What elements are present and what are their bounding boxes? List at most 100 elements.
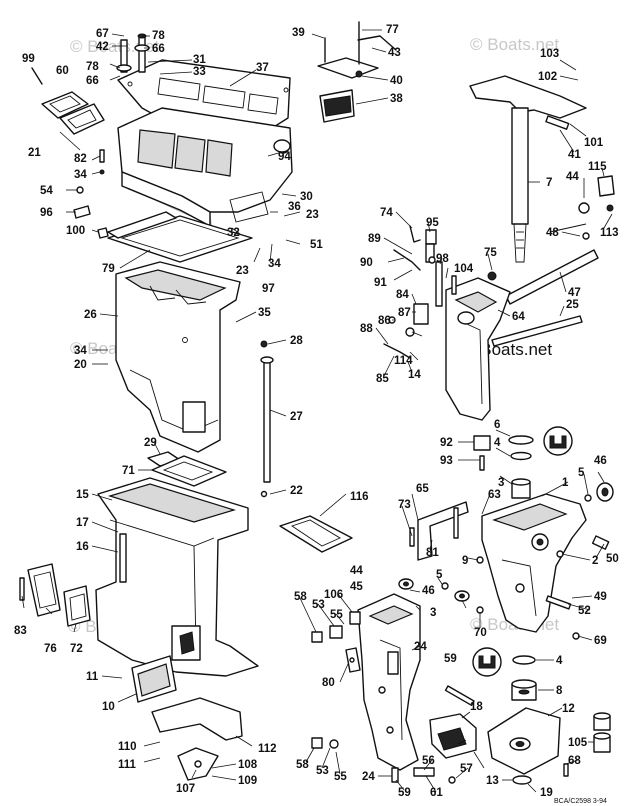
part-label-106: 106: [324, 589, 343, 601]
part-label-47: 47: [568, 287, 581, 299]
watermark: © Boats.net: [70, 37, 159, 56]
part-label-116: 116: [350, 491, 369, 503]
part-label-61: 61: [430, 787, 443, 799]
part-label-58: 58: [294, 591, 307, 603]
part-label-10: 10: [102, 701, 115, 713]
tilt-tube-47: [505, 223, 599, 305]
part-label-88: 88: [360, 323, 373, 335]
part-label-24: 24: [362, 771, 375, 783]
part-label-38: 38: [390, 93, 403, 105]
part-label-71: 71: [122, 465, 135, 477]
part-label-80: 80: [322, 677, 335, 689]
part-label-3: 3: [430, 607, 436, 619]
part-label-92: 92: [440, 437, 453, 449]
part-label-66: 66: [152, 43, 165, 55]
part-label-69: 69: [594, 635, 607, 647]
part-label-28: 28: [290, 335, 303, 347]
part-label-16: 16: [76, 541, 89, 553]
part-label-100: 100: [66, 225, 85, 237]
part-label-14: 14: [408, 369, 421, 381]
rod-25: [491, 315, 583, 347]
seal-icon: [472, 647, 502, 677]
part-label-59: 59: [398, 787, 411, 799]
part-label-86: 86: [378, 315, 391, 327]
part-label-37: 37: [256, 62, 269, 74]
part-label-51: 51: [310, 239, 323, 251]
exhaust-housing-26: [115, 261, 241, 453]
part-label-46: 46: [422, 585, 435, 597]
part-label-113: 113: [600, 227, 619, 239]
part-label-65: 65: [416, 483, 429, 495]
part-label-95: 95: [426, 217, 439, 229]
part-label-55: 55: [334, 771, 347, 783]
part-label-54: 54: [40, 185, 53, 197]
part-label-5: 5: [436, 569, 443, 581]
part-label-15: 15: [76, 489, 89, 501]
gasket-33-79: [107, 211, 253, 263]
part-label-58: 58: [296, 759, 309, 771]
part-label-41: 41: [568, 149, 581, 161]
part-labels: 67 42 78 66 78 66 31 33 37 99 60 21 82 3…: [14, 24, 619, 799]
corner-code: BCA/C2598 3-94: [554, 798, 607, 805]
watermark: © Boats.net: [470, 35, 559, 54]
part-label-108: 108: [238, 759, 258, 771]
tab-107: [177, 747, 219, 781]
fittings-54-96-100-82-34: [73, 149, 109, 239]
part-label-111: 111: [118, 759, 137, 771]
part-label-40: 40: [390, 75, 403, 87]
part-label-30: 30: [300, 191, 313, 203]
part-label-102: 102: [538, 71, 557, 83]
part-label-39: 39: [292, 27, 305, 39]
lock-bracket-18: [391, 713, 477, 784]
part-label-66: 66: [86, 75, 99, 87]
part-label-112: 112: [258, 743, 277, 755]
part-label-31: 31: [193, 54, 206, 66]
part-label-67: 67: [96, 28, 109, 40]
part-label-70: 70: [474, 627, 487, 639]
part-label-25: 25: [566, 299, 579, 311]
bracket-38-40-43: [317, 21, 397, 123]
part-label-83: 83: [14, 625, 27, 637]
part-label-78: 78: [152, 30, 165, 42]
tilt-lock-block-12: [487, 707, 611, 785]
plates-76-72-83: [19, 563, 91, 627]
part-label-13: 13: [486, 775, 499, 787]
bushings-44-45: [398, 578, 414, 590]
part-label-101: 101: [584, 137, 604, 149]
part-label-81: 81: [426, 547, 439, 559]
part-label-64: 64: [512, 311, 525, 323]
part-label-5: 5: [578, 467, 585, 479]
part-label-4: 4: [556, 655, 563, 667]
water-tube-27: [260, 340, 274, 498]
part-label-52: 52: [578, 605, 591, 617]
part-label-82: 82: [74, 153, 87, 165]
part-label-23: 23: [236, 265, 249, 277]
part-label-60: 60: [56, 65, 69, 77]
stern-bracket-24: [357, 593, 421, 771]
clip-parts-74-104: [383, 225, 497, 359]
part-label-63: 63: [488, 489, 501, 501]
part-label-115: 115: [588, 161, 607, 173]
part-label-89: 89: [368, 233, 381, 245]
part-label-11: 11: [86, 671, 99, 683]
bolt-59: [444, 685, 475, 707]
part-label-48: 48: [546, 227, 559, 239]
part-label-59: 59: [444, 653, 457, 665]
part-label-79: 79: [102, 263, 115, 275]
washers-4-8: [511, 655, 537, 701]
part-label-21: 21: [28, 147, 41, 159]
part-label-96: 96: [40, 207, 53, 219]
exhaust-adapter-30: [117, 107, 293, 227]
part-label-103: 103: [540, 48, 559, 60]
part-label-27: 27: [290, 411, 303, 423]
part-label-74: 74: [380, 207, 393, 219]
trim-plate-112: [151, 697, 243, 741]
swivel-bracket-64: [445, 277, 511, 421]
swivel-bracket-steering-arm-7: [469, 75, 587, 263]
part-label-32: 32: [227, 227, 240, 239]
part-label-7: 7: [546, 177, 552, 189]
part-label-23: 23: [306, 209, 319, 221]
part-label-2: 2: [592, 555, 598, 567]
part-label-77: 77: [386, 24, 399, 36]
washers-44-113-115: [578, 175, 615, 214]
